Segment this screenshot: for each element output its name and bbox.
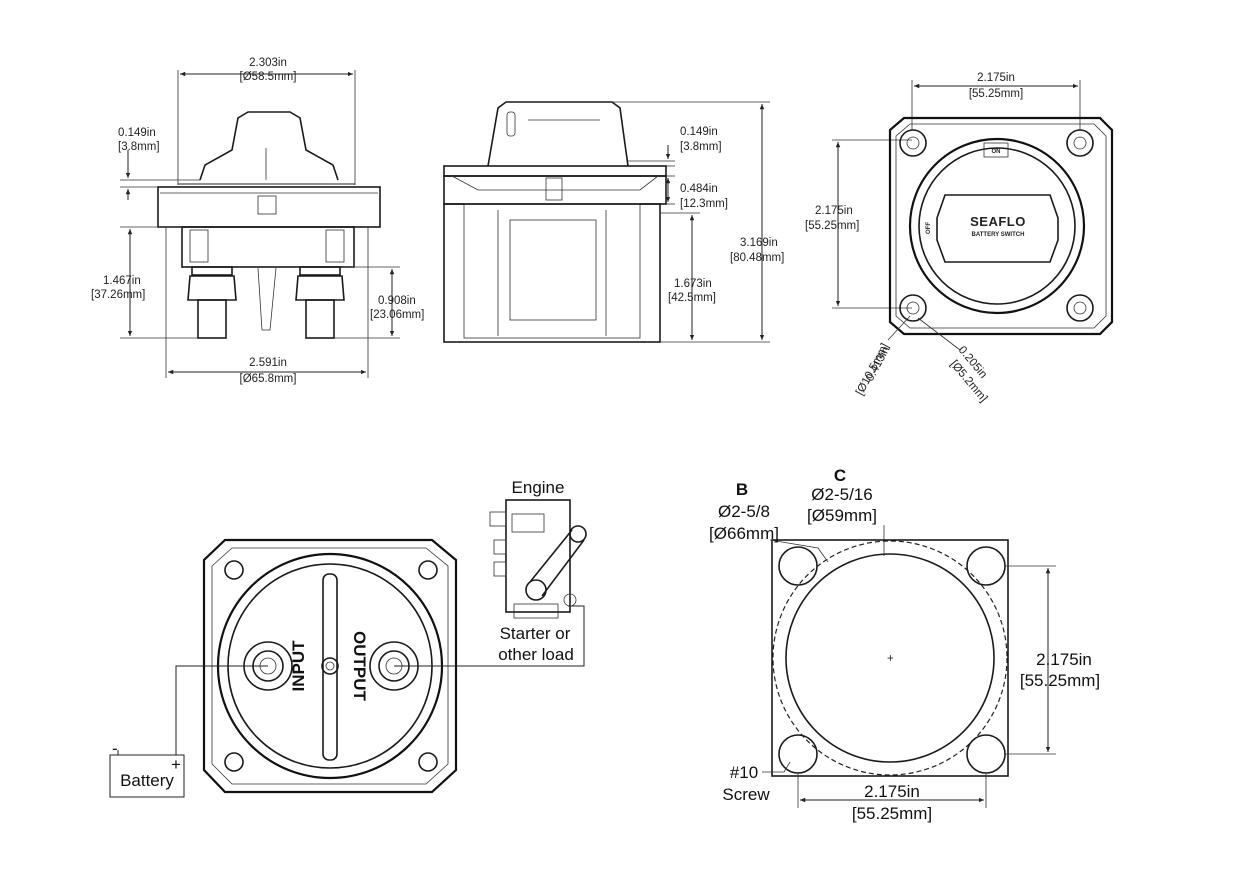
wiring-view: INPUT OUTPUT - + Battery Engine Starter … <box>109 478 587 798</box>
side-view: 2.303in [Ø58.5mm] 0.149in [3.8mm] <box>91 57 424 385</box>
starter-motor-icon <box>489 499 587 619</box>
front-body-depth-mm: [42.5mm] <box>668 292 716 304</box>
cutout-template: + B Ø2-5/8 [Ø66mm] C Ø2-5/16 [Ø59mm] 2.1… <box>709 466 1100 823</box>
front-flange-mm: [12.3mm] <box>680 198 728 210</box>
top-height-in: 2.175in <box>815 205 853 217</box>
b-letter: B <box>736 480 748 499</box>
side-stud-depth-mm: [37.26mm] <box>91 289 145 301</box>
input-label: INPUT <box>289 640 308 692</box>
cutout-height-in: 2.175in <box>1036 650 1092 669</box>
side-base-width-in: 2.591in <box>249 357 287 369</box>
counterbore-mm: [Ø10.5mm] <box>854 342 891 398</box>
cutout-width-in: 2.175in <box>864 782 920 801</box>
b-diameter-mm: [Ø66mm] <box>709 524 779 543</box>
side-knob-gap-in: 0.149in <box>118 127 156 139</box>
b-diameter-in: Ø2-5/8 <box>718 502 770 521</box>
top-width-in: 2.175in <box>977 72 1015 84</box>
battery-minus: - <box>112 739 118 758</box>
battery-label: Battery <box>120 771 174 790</box>
on-label: ON <box>992 149 1001 155</box>
cutout-width-mm: [55.25mm] <box>852 804 932 823</box>
front-knob-gap-mm: [3.8mm] <box>680 141 722 153</box>
battery-plus: + <box>171 755 181 774</box>
engine-label: Engine <box>512 478 565 497</box>
side-knob-gap-mm: [3.8mm] <box>118 141 160 153</box>
front-flange-in: 0.484in <box>680 183 718 195</box>
starter-label-1: Starter or <box>500 624 571 643</box>
center-mark: + <box>887 653 894 665</box>
front-total-height-in: 3.169in <box>740 237 778 249</box>
starter-label-2: other load <box>498 645 574 664</box>
front-view: 0.149in [3.8mm] 0.484in [12.3mm] 1.673in… <box>443 101 784 343</box>
side-top-width-in: 2.303in <box>249 57 287 69</box>
side-stud-length-mm: [23.06mm] <box>370 309 424 321</box>
c-diameter-in: Ø2-5/16 <box>811 485 872 504</box>
top-width-mm: [55.25mm] <box>969 88 1023 100</box>
top-height-mm: [55.25mm] <box>805 220 859 232</box>
side-stud-length-in: 0.908in <box>378 295 416 307</box>
top-view: 2.175in [55.25mm] 2.175in [55.25mm] ON O… <box>805 72 1114 405</box>
c-diameter-mm: [Ø59mm] <box>807 506 877 525</box>
front-knob-gap-in: 0.149in <box>680 126 718 138</box>
screw-label-2: Screw <box>722 785 770 804</box>
off-label: OFF <box>926 222 932 234</box>
front-body-depth-in: 1.673in <box>674 278 712 290</box>
screw-label-1: #10 <box>730 763 758 782</box>
front-total-height-mm: [80.48mm] <box>730 252 784 264</box>
side-base-width-mm: [Ø65.8mm] <box>240 373 297 385</box>
side-stud-depth-in: 1.467in <box>103 275 141 287</box>
brand-subtitle: BATTERY SWITCH <box>972 232 1025 238</box>
side-top-width-mm: [Ø58.5mm] <box>240 71 297 83</box>
brand-logo: SEAFLO <box>970 214 1026 229</box>
c-letter: C <box>834 466 846 485</box>
cutout-height-mm: [55.25mm] <box>1020 671 1100 690</box>
output-label: OUTPUT <box>350 631 369 702</box>
